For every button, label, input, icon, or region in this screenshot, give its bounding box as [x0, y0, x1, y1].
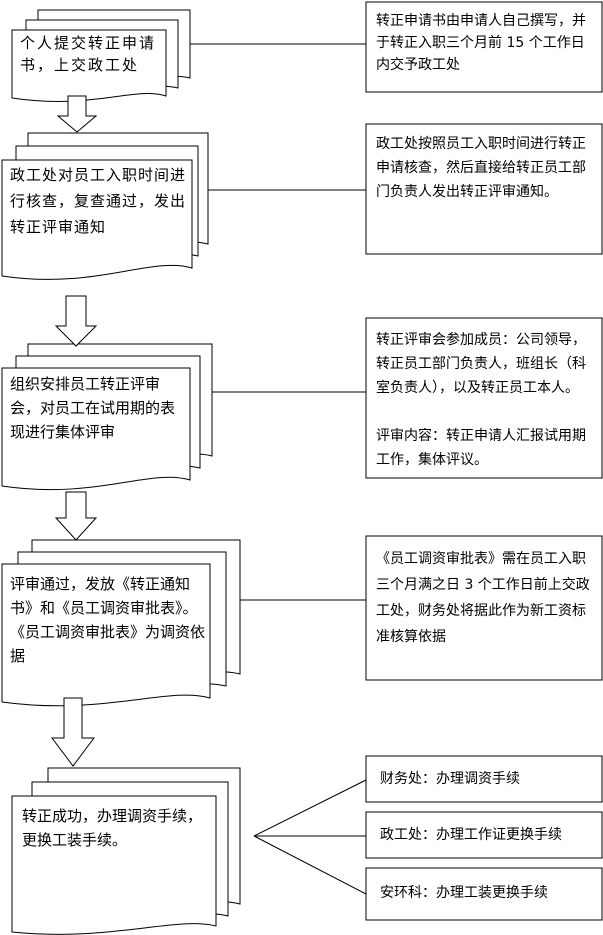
note-box-1	[365, 1, 603, 93]
arrow-down-1	[56, 95, 98, 133]
note-3-text-2: 评审内容：转正申请人汇报试用期工作，集体评议。	[376, 428, 586, 468]
connector-5c	[253, 835, 367, 895]
note-box-2	[365, 123, 603, 255]
branch-1-text: 财务处：办理调资手续	[380, 771, 520, 787]
arrow-down-4	[51, 697, 95, 767]
branch-3-text: 安环科：办理工装更换手续	[380, 885, 548, 901]
step-2-text: 政工处对员工入职时间进行核查，复查通过，发出转正评审通知	[10, 166, 187, 236]
step-3-document-shape	[1, 343, 213, 491]
arrow-down-3	[54, 491, 98, 541]
note-2-text: 政工处按照员工入职时间进行转正申请核查，然后直接给转正员工部门负责人发出转正评审…	[376, 136, 586, 200]
step-1-document-shape	[11, 9, 191, 102]
step-3-text: 组织安排员工转正评审会，对员工在试用期的表现进行集体评审	[10, 375, 176, 441]
branch-2-text: 政工处：办理工作证更换手续	[380, 827, 562, 843]
arrow-down-2	[54, 295, 98, 347]
step-5-text: 转正成功，办理调资手续，更换工装手续。	[22, 807, 203, 849]
note-1-text: 转正申请书由申请人自己撰写，并于转正入职三个月前 15 个工作日内交予政工处	[376, 13, 586, 73]
step-4-text: 评审通过，发放《转正通知书》和《员工调资审批表》。《员工调资审批表》为调资依据	[10, 575, 206, 665]
connector-5a	[253, 779, 367, 837]
step-4-document-shape	[1, 539, 241, 707]
note-4-text: 《员工调资审批表》需在员工入职三个月满之日 3 个工作日前上交政工处，财务处将据…	[376, 551, 590, 645]
note-3-text: 转正评审会参加成员：公司领导，转正员工部门负责人，班组长（科室负责人），以及转正…	[376, 332, 586, 396]
note-box-4	[365, 535, 603, 681]
step-2-document-shape	[1, 132, 209, 280]
step-1-text: 个人提交转正申请书，上交政工处	[20, 34, 157, 74]
branch-box-2	[365, 811, 603, 859]
branch-box-3	[365, 867, 603, 921]
step-5-document-shape	[11, 767, 241, 935]
branch-box-1	[365, 755, 603, 803]
note-box-3	[365, 317, 603, 479]
